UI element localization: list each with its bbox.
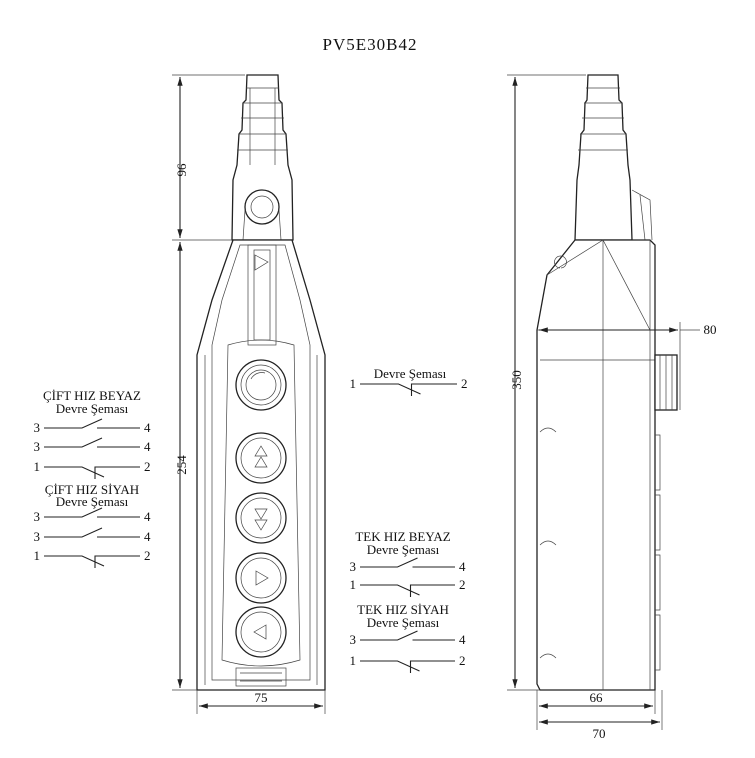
terminal-label: 4 [144, 529, 151, 544]
terminal-label: 4 [459, 632, 466, 647]
schema-subtitle: Devre Şeması [56, 401, 129, 416]
schema-title: TEK HIZ BEYAZ [355, 529, 450, 544]
up-double-button[interactable] [235, 432, 287, 484]
down-double-button[interactable] [235, 492, 287, 544]
terminal-label: 1 [350, 653, 357, 668]
terminal-label: 3 [34, 509, 41, 524]
schema-subtitle: Devre Şeması [374, 366, 447, 381]
right-button[interactable] [235, 552, 287, 604]
left-icon [253, 624, 267, 640]
terminal-label: 4 [459, 559, 466, 574]
dim-75: 75 [255, 690, 268, 705]
schema-title: ÇİFT HIZ SİYAH [45, 482, 139, 497]
side-view [536, 74, 678, 691]
enclosure-side [536, 239, 656, 691]
right-icon [255, 570, 269, 586]
terminal-label: 1 [350, 376, 357, 391]
schema-title: ÇİFT HIZ BEYAZ [43, 388, 141, 403]
terminal-label: 2 [461, 376, 468, 391]
estop-icon [245, 369, 277, 401]
terminal-label: 2 [459, 577, 466, 592]
terminal-label: 3 [34, 529, 41, 544]
up2-icon [254, 445, 268, 468]
dim-70: 70 [593, 726, 606, 741]
terminal-label: 3 [350, 559, 357, 574]
schema-subtitle: Devre Şeması [56, 494, 129, 509]
terminal-label: 2 [144, 459, 151, 474]
terminal-label: 3 [34, 439, 41, 454]
terminal-label: 3 [34, 420, 41, 435]
down2-icon [254, 508, 268, 531]
front-view [196, 74, 326, 691]
terminal-label: 1 [350, 577, 357, 592]
terminal-label: 4 [144, 420, 151, 435]
dim-254: 254 [174, 455, 189, 475]
left-button[interactable] [235, 606, 287, 658]
terminal-label: 2 [459, 653, 466, 668]
cable-gland-side [574, 74, 633, 241]
dimension-lines: 96 254 350 75 66 70 80 [172, 74, 717, 741]
schema-subtitle: Devre Şeması [367, 542, 440, 557]
cable-gland-front [231, 74, 294, 241]
terminal-label: 3 [350, 632, 357, 647]
dim-96: 96 [174, 163, 189, 177]
dim-80: 80 [704, 322, 717, 337]
terminal-label: 2 [144, 548, 151, 563]
terminal-label: 4 [144, 509, 151, 524]
terminal-label: 4 [144, 439, 151, 454]
schema-subtitle: Devre Şeması [367, 615, 440, 630]
terminal-label: 1 [34, 548, 41, 563]
emergency-stop-button[interactable] [235, 359, 287, 411]
push-buttons [235, 359, 287, 658]
terminal-label: 1 [34, 459, 41, 474]
drawing-title: PV5E30B42 [323, 35, 418, 54]
dim-350: 350 [509, 370, 524, 390]
dim-66: 66 [590, 690, 604, 705]
schema-title: TEK HIZ SİYAH [357, 602, 449, 617]
